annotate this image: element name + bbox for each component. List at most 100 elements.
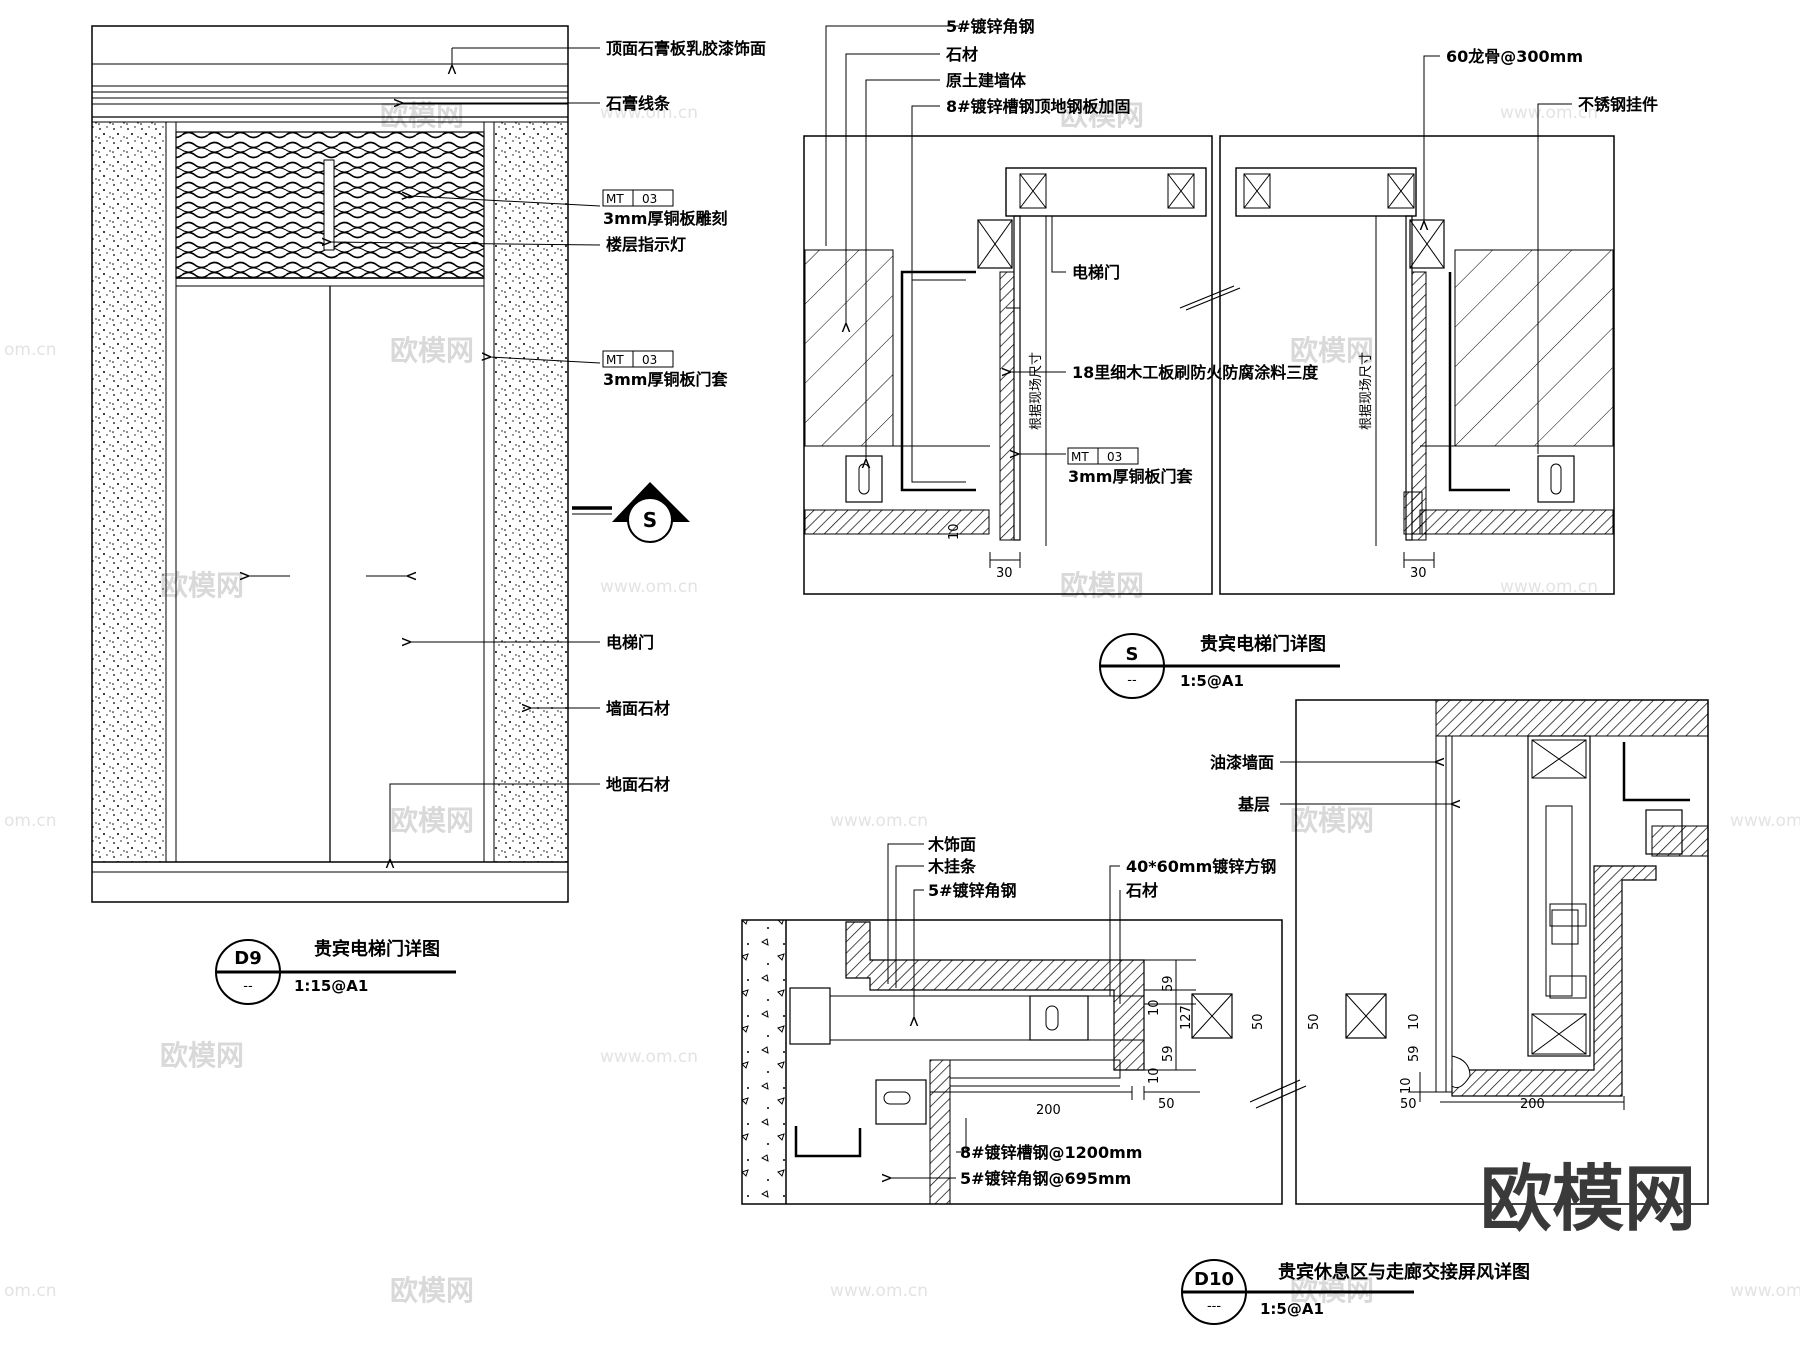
s-title-block [1099, 633, 1340, 699]
d9-label-floor-stone: 地面石材 [606, 775, 670, 794]
d10-dim: 59 [1161, 975, 1176, 992]
s-label-wall: 原土建墙体 [946, 71, 1027, 90]
d10-dim: 10 [1399, 1077, 1414, 1094]
watermark-url: www.om.cn [830, 1281, 928, 1301]
s-code: S [1126, 644, 1139, 665]
watermark-logo: 欧模网 [1060, 99, 1144, 132]
watermark-logo: 欧模网 [390, 1274, 474, 1307]
d10-dim: 10 [1147, 999, 1162, 1016]
watermark-url: www.om.cn [1500, 577, 1598, 597]
d10-label-paint-wall: 油漆墙面 [1210, 753, 1274, 772]
watermark-logo: 欧模网 [390, 804, 474, 837]
s-label-elevator-door: 电梯门 [1072, 263, 1120, 282]
watermark-logo: 欧模网 [1290, 804, 1374, 837]
s-title: 贵宾电梯门详图 [1200, 633, 1326, 655]
watermark-logo: 欧模网 [1060, 569, 1144, 602]
s-vertical-note-2: 根据现场尺寸 [1359, 352, 1374, 430]
d10-dim: 59 [1407, 1045, 1422, 1062]
watermark-url: om.cn [4, 1281, 57, 1301]
d10-label-square-tube: 40*60mm镀锌方钢 [1126, 857, 1276, 876]
watermark-logo: 欧模网 [390, 334, 474, 367]
watermark-url: www.om.cn [830, 811, 928, 831]
watermark-layer: 欧模网 欧模网 欧模网 欧模网 欧模网 欧模网 欧模网 欧模网 欧模网 欧模网 … [4, 99, 1800, 1307]
d10-dim: 59 [1161, 1045, 1176, 1062]
d10-label-base-layer: 基层 [1237, 795, 1270, 814]
d9-label-copper-engraving: 3mm厚铜板雕刻 [603, 209, 727, 228]
d10-section [741, 699, 1709, 1205]
watermark-url: www.om.cn [600, 1047, 698, 1067]
d9-title-block [215, 939, 456, 1005]
s-dim-10: 10 [947, 523, 962, 540]
stone-wall-right [1454, 249, 1614, 447]
stone-wall-left [804, 249, 894, 447]
s-label-plywood: 18里细木工板刷防火防腐涂料三度 [1072, 363, 1319, 382]
s-code-sub: -- [1127, 673, 1137, 688]
d10-dim: 50 [1400, 1097, 1417, 1112]
s-frame-right [1219, 135, 1615, 595]
s-dim-30-right: 30 [1410, 566, 1427, 581]
d10-label-channel: 8#镀锌槽钢@1200mm [960, 1143, 1142, 1162]
d10-dim: 50 [1307, 1013, 1322, 1030]
d10-dim: 50 [1158, 1097, 1175, 1112]
d10-label-wood-veneer: 木饰面 [927, 835, 976, 854]
d10-label-angle: 5#镀锌角钢@695mm [960, 1169, 1131, 1188]
s-frame-left [803, 135, 1213, 595]
d10-label-wood-batten: 木挂条 [927, 857, 977, 876]
section-marker-label: S [643, 508, 657, 532]
d9-mt-num: 03 [642, 192, 657, 206]
watermark-url: om.cn [4, 340, 57, 360]
d9-mt-num-2: 03 [642, 353, 657, 367]
s-label-hanger: 不锈钢挂件 [1578, 95, 1658, 114]
s-vertical-note: 根据现场尺寸 [1029, 352, 1044, 430]
d10-code-sub: --- [1207, 1299, 1221, 1314]
watermark-logo: 欧模网 [160, 1039, 244, 1072]
d10-title: 贵宾休息区与走廊交接屏风详图 [1278, 1261, 1530, 1283]
s-label-stone: 石材 [945, 45, 978, 64]
door-frame-right [483, 121, 495, 863]
d10-dim: 10 [1407, 1013, 1422, 1030]
d9-label-floor-indicator: 楼层指示灯 [606, 235, 686, 254]
d10-dim: 200 [1520, 1097, 1545, 1112]
s-mt-code: MT [1071, 450, 1089, 464]
d10-code: D10 [1194, 1269, 1234, 1290]
d9-label-gypsum-molding: 石膏线条 [605, 94, 671, 113]
d9-scale: 1:15@A1 [294, 977, 368, 995]
d10-dim: 127 [1179, 1005, 1194, 1030]
s-label-angle-steel: 5#镀锌角钢 [946, 17, 1035, 36]
watermark-url: om.cn [4, 811, 57, 831]
d10-title-block [1181, 1259, 1414, 1325]
watermark-logo: 欧模网 [160, 569, 244, 602]
s-section [803, 25, 1615, 595]
watermark-url: www.om.cn [1730, 811, 1800, 831]
s-label-channel: 8#镀锌槽钢顶地钢板加固 [946, 97, 1131, 116]
watermark-logo: 欧模网 [1290, 334, 1374, 367]
d9-label-wall-stone: 墙面石材 [606, 699, 670, 718]
floor-indicator-light [323, 159, 335, 251]
d10-frame-right [1295, 699, 1709, 1205]
d10-label-stone: 石材 [1125, 881, 1158, 900]
s-mt-num: 03 [1107, 450, 1122, 464]
wall-stone-left [91, 121, 167, 863]
s-dim-30: 30 [996, 566, 1013, 581]
d10-dim: 50 [1251, 1013, 1266, 1030]
section-marker-s [572, 482, 690, 543]
d9-label-elevator-door: 电梯门 [606, 633, 654, 652]
d9-code-sub: -- [243, 979, 253, 994]
d9-mt-code-2: MT [606, 353, 624, 367]
d9-mt-code: MT [606, 192, 624, 206]
brand-watermark: 欧模网 [1480, 1157, 1696, 1241]
d10-label-angle-steel: 5#镀锌角钢 [928, 881, 1017, 900]
d10-dim: 200 [1036, 1103, 1061, 1118]
watermark-url: www.om.cn [600, 577, 698, 597]
d9-code: D9 [234, 948, 261, 969]
d9-title: 贵宾电梯门详图 [314, 938, 440, 960]
watermark-url: www.om.cn [1500, 103, 1598, 123]
s-label-keel: 60龙骨@300mm [1446, 47, 1583, 66]
door-frame-left [165, 121, 177, 863]
d10-scale: 1:5@A1 [1260, 1300, 1324, 1318]
s-scale: 1:5@A1 [1180, 672, 1244, 690]
watermark-url: www.om.cn [600, 103, 698, 123]
s-label-copper-frame: 3mm厚铜板门套 [1068, 467, 1193, 486]
d10-dim: 10 [1147, 1067, 1162, 1084]
